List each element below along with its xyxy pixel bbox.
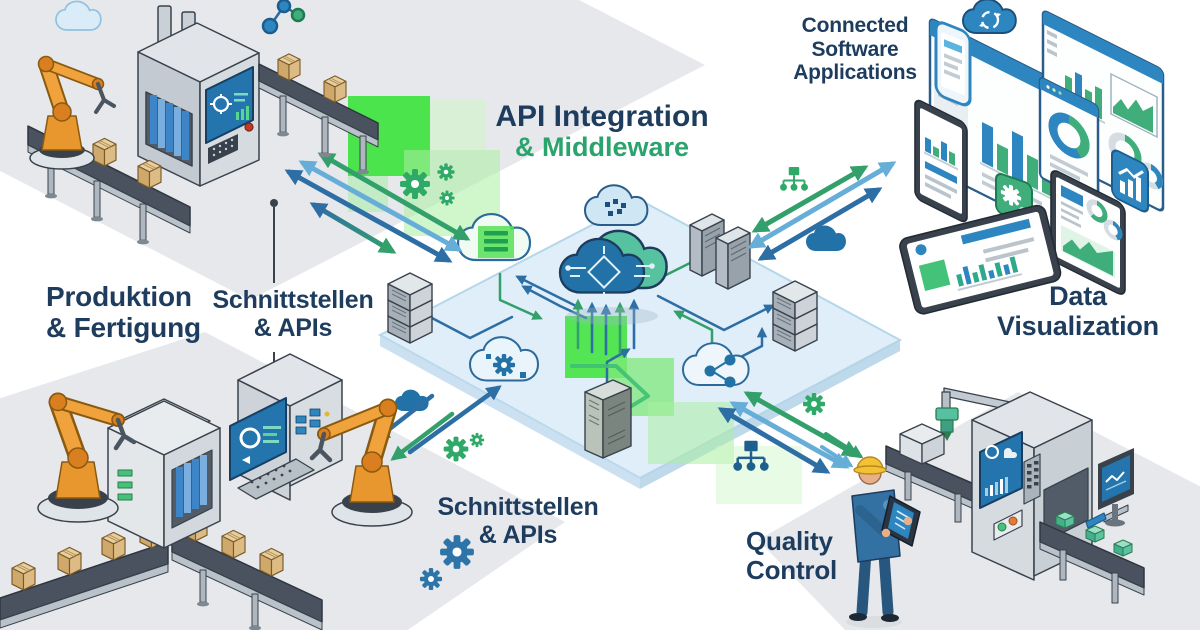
dashboards-scene [899, 0, 1165, 315]
qc-machine [971, 391, 1093, 581]
production-scene-bottom [0, 353, 413, 630]
gantry-unit [107, 398, 221, 549]
title-line-2: & Middleware [514, 132, 690, 162]
label-produktion-fertigung: Produktion & Fertigung [46, 281, 201, 344]
conveyor-belt-right [171, 512, 323, 630]
robot-arm-right [309, 398, 413, 527]
chart-app-icon [1111, 149, 1149, 213]
document-cloud-left [456, 213, 532, 262]
gear-icons-green-center [443, 432, 485, 462]
molecule-icon [261, 0, 306, 35]
quality-control-scene [846, 387, 1145, 628]
share-glyph [704, 354, 736, 388]
integration-cloud-central [558, 229, 668, 325]
data-cloud-top [583, 184, 649, 227]
tablet-left [914, 99, 968, 223]
picker-arm [1085, 512, 1107, 529]
arrows-production-to-api [284, 152, 471, 263]
share-cloud-bottom-right [682, 342, 750, 388]
hierarchy-icon-green [779, 166, 809, 192]
label-schnittstellen-apis-top: Schnittstellen & APIs [212, 286, 374, 342]
cnc-keyboard [237, 458, 315, 500]
sync-cloud-icon [962, 0, 1017, 34]
machine-screen [205, 66, 254, 144]
label-schnittstellen-apis-bottom: Schnittstellen & APIs [437, 493, 599, 549]
tablet-bottom [899, 204, 1062, 315]
bar-chart [924, 137, 958, 171]
inspection-head [935, 407, 959, 441]
gear-cloud-bottom-left [468, 336, 540, 382]
title-line-1: API Integration [495, 100, 709, 133]
robot-arm [29, 55, 116, 170]
gear-icon [802, 392, 826, 416]
qc-monitor [1098, 448, 1134, 527]
qc-conveyor-in [885, 423, 989, 523]
arrows-api-to-quality [717, 391, 864, 474]
machine-keypad [208, 134, 238, 164]
binary-glyph [605, 199, 626, 216]
phone [934, 21, 972, 107]
dashboard-window-donut [1038, 77, 1100, 206]
worker [849, 456, 921, 622]
bar-chart [956, 256, 1023, 291]
document-lines-glyph [484, 231, 508, 252]
donut-chart [1048, 112, 1090, 159]
conveyor-upper [258, 53, 379, 175]
label-quality-control: Quality Control [746, 526, 838, 586]
server-tower-bottom [584, 379, 632, 459]
label-data-visualization: Data Visualization [997, 281, 1159, 342]
server-stack-right [772, 280, 818, 352]
cnc-machine [229, 353, 343, 501]
conveyor-belt-left [0, 519, 169, 629]
strip-curtain [150, 95, 189, 160]
emergency-button [244, 122, 254, 132]
page-title: API Integration & Middleware [452, 100, 752, 163]
tablet-right [1050, 170, 1126, 295]
circuit-glyph [565, 246, 655, 300]
production-scene-top [27, 5, 379, 245]
area-chart [1110, 72, 1158, 139]
label-connected-software-applications: Connected Software Applications [793, 14, 917, 85]
arrows-api-to-apps [747, 161, 897, 261]
server-stack-left [387, 272, 433, 344]
robot-arm-left [37, 392, 137, 523]
server-towers-topright [689, 213, 751, 290]
